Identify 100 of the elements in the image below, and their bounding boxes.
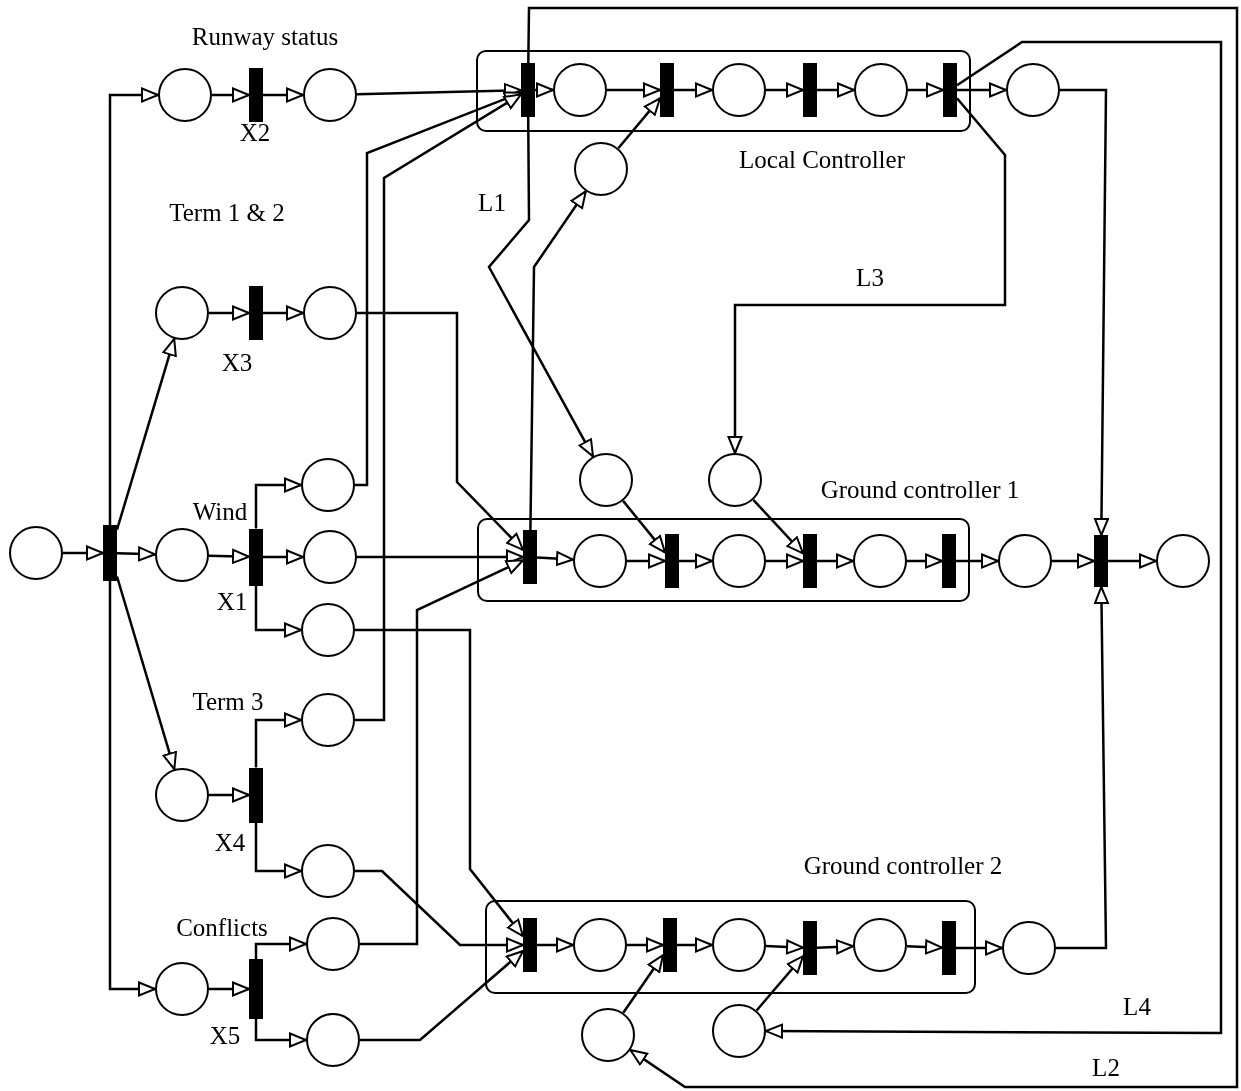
arc-arrow bbox=[817, 82, 855, 98]
place-circle bbox=[581, 1008, 635, 1062]
arc-arrow bbox=[254, 712, 302, 768]
place-circle bbox=[303, 530, 357, 584]
arc-arrow bbox=[906, 939, 943, 955]
transition-bar bbox=[1094, 535, 1108, 587]
transition-bar bbox=[520, 62, 535, 117]
place-circle bbox=[579, 453, 633, 507]
arc-arrow bbox=[254, 936, 307, 959]
transition-label: X2 bbox=[239, 119, 271, 147]
arc-arrow bbox=[108, 581, 156, 997]
transition-bar bbox=[941, 920, 956, 975]
arc-arrow bbox=[116, 546, 156, 562]
arc-arrow bbox=[263, 549, 304, 565]
section-label: Term 1 & 2 bbox=[169, 199, 285, 227]
arc-arrow bbox=[727, 97, 1007, 454]
arc-arrow bbox=[765, 939, 804, 955]
arc-arrow bbox=[627, 553, 666, 569]
transition-bar bbox=[522, 917, 537, 972]
arc-arrow bbox=[766, 553, 804, 569]
arc-arrow bbox=[208, 548, 250, 564]
arc-arrow bbox=[536, 551, 574, 567]
transition-bar bbox=[249, 767, 263, 823]
arc-arrow bbox=[607, 82, 661, 98]
arc-arrow bbox=[209, 981, 250, 997]
transition-bar bbox=[802, 920, 817, 975]
place-circle bbox=[155, 528, 209, 582]
transition-bar bbox=[249, 528, 263, 586]
place-circle bbox=[155, 286, 209, 340]
arc-arrow bbox=[355, 869, 524, 953]
arc-arrow bbox=[360, 950, 524, 1042]
arc-arrow bbox=[254, 585, 302, 638]
section-label: Wind bbox=[192, 498, 248, 526]
arc-arrow bbox=[679, 553, 713, 569]
arc-arrow bbox=[487, 117, 595, 458]
arc-arrow bbox=[956, 940, 1003, 956]
arc-arrow bbox=[907, 553, 943, 569]
arc-arrow bbox=[263, 305, 304, 321]
arc-arrow bbox=[529, 190, 587, 530]
arc-arrow bbox=[957, 82, 1007, 98]
arc-arrow bbox=[537, 937, 574, 953]
place-circle bbox=[303, 68, 357, 122]
transition-bar bbox=[522, 529, 537, 584]
place-circle bbox=[9, 526, 63, 580]
arc-arrow bbox=[355, 628, 524, 938]
arc-arrow bbox=[817, 553, 854, 569]
transition-label: X5 bbox=[209, 1022, 241, 1050]
arc-arrow bbox=[766, 82, 804, 98]
arc-arrow bbox=[1060, 88, 1109, 536]
transition-bar bbox=[249, 959, 263, 1019]
arc-arrow bbox=[355, 93, 522, 722]
arc-arrow bbox=[816, 939, 854, 955]
transition-bar bbox=[802, 533, 817, 588]
transition-bar bbox=[662, 917, 677, 972]
arc-arrow bbox=[755, 955, 804, 1012]
place-circle bbox=[301, 693, 355, 747]
transition-bar bbox=[941, 533, 956, 588]
arc-arrow bbox=[355, 91, 522, 487]
place-circle bbox=[155, 962, 209, 1016]
section-label: Runway status bbox=[191, 23, 339, 51]
arc-arrow bbox=[527, 6, 1239, 1089]
transition-label: X3 bbox=[221, 349, 253, 377]
place-circle bbox=[155, 768, 209, 822]
arc-arrow bbox=[254, 1019, 307, 1048]
arc-arrow bbox=[209, 305, 250, 321]
controller-group-box bbox=[476, 50, 971, 132]
arc-arrow bbox=[115, 576, 177, 771]
arc-arrow bbox=[765, 40, 1223, 1039]
section-label: Term 3 bbox=[192, 688, 264, 716]
arc-arrow bbox=[674, 82, 713, 98]
place-circle bbox=[1002, 921, 1056, 975]
arc-arrow bbox=[115, 337, 177, 531]
place-circle bbox=[158, 68, 212, 122]
arc-arrow bbox=[617, 97, 661, 150]
arc-arrow bbox=[357, 311, 524, 551]
arc-arrow bbox=[209, 787, 250, 803]
transition-bar bbox=[659, 62, 674, 117]
arc-arrow bbox=[254, 822, 302, 879]
transition-bar bbox=[802, 62, 817, 117]
transition-bar bbox=[103, 525, 117, 581]
arc-arrow bbox=[956, 553, 999, 569]
transition-label: X1 bbox=[216, 588, 248, 616]
arc-arrow bbox=[1056, 586, 1109, 950]
transition-bar bbox=[664, 533, 679, 588]
arc-arrow bbox=[108, 87, 159, 525]
transition-bar bbox=[942, 62, 957, 117]
arc-arrow bbox=[63, 545, 104, 561]
place-circle bbox=[306, 1013, 360, 1067]
place-circle bbox=[301, 603, 355, 657]
section-label: Conflicts bbox=[176, 914, 268, 942]
place-circle bbox=[1006, 63, 1060, 117]
transition-bar bbox=[249, 68, 263, 122]
place-circle bbox=[708, 453, 762, 507]
arc-arrow bbox=[212, 87, 250, 103]
group-heading: Local Controller bbox=[739, 146, 905, 174]
arc-arrow bbox=[627, 937, 664, 953]
place-circle bbox=[301, 844, 355, 898]
group-heading: Ground controller 1 bbox=[820, 476, 1020, 504]
arc-arrow bbox=[752, 498, 804, 555]
controller-group-box bbox=[477, 518, 970, 602]
